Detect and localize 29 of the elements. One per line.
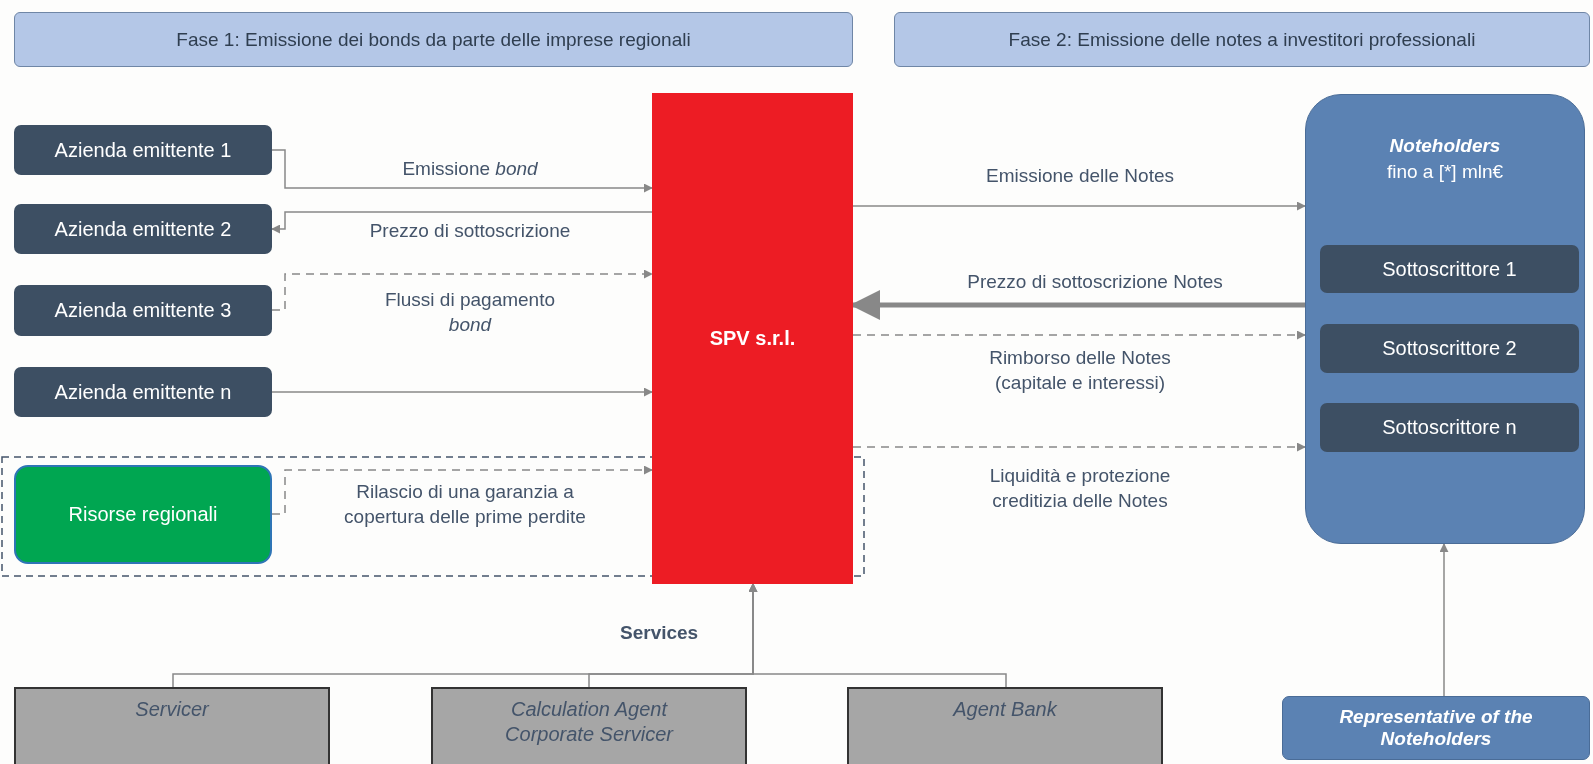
spv-box: SPV s.r.l. bbox=[652, 93, 853, 584]
representative-box: Representative of the Noteholders bbox=[1282, 696, 1590, 760]
entity-box: Sottoscrittore n bbox=[1320, 403, 1579, 452]
arrow bbox=[852, 442, 1306, 452]
arrow bbox=[748, 583, 1007, 688]
arrow bbox=[852, 330, 1306, 340]
noteholders-panel bbox=[1305, 94, 1585, 544]
entity-box: Azienda emittente 3 bbox=[14, 285, 272, 336]
service-provider-box: Calculation Agent Corporate Servicer bbox=[431, 687, 747, 764]
entity-box: Sottoscrittore 1 bbox=[1320, 245, 1579, 293]
group-subtitle: fino a [*] mln€ bbox=[1385, 161, 1505, 183]
entity-box: Azienda emittente 2 bbox=[14, 204, 272, 254]
entity-box: Sottoscrittore 2 bbox=[1320, 324, 1579, 373]
service-provider-box: Agent Bank bbox=[847, 687, 1163, 764]
arrow bbox=[271, 149, 653, 193]
group-heading: Noteholders bbox=[1388, 135, 1502, 157]
service-provider-box: Servicer bbox=[14, 687, 330, 764]
phase-header-band: Fase 2: Emissione delle notes a investitori professionali bbox=[894, 12, 1590, 67]
arrow bbox=[852, 201, 1306, 211]
entity-box: Azienda emittente n bbox=[14, 367, 272, 417]
arrow bbox=[1439, 543, 1449, 697]
resource-box: Risorse regionali bbox=[14, 465, 272, 564]
arrow bbox=[271, 211, 653, 234]
group-label: Services bbox=[620, 622, 699, 644]
entity-box: Azienda emittente 1 bbox=[14, 125, 272, 175]
arrow bbox=[271, 269, 653, 311]
arrow bbox=[271, 465, 653, 515]
phase-header-band: Fase 1: Emissione dei bonds da parte delle imprese regionali bbox=[14, 12, 853, 67]
arrow bbox=[271, 387, 653, 397]
